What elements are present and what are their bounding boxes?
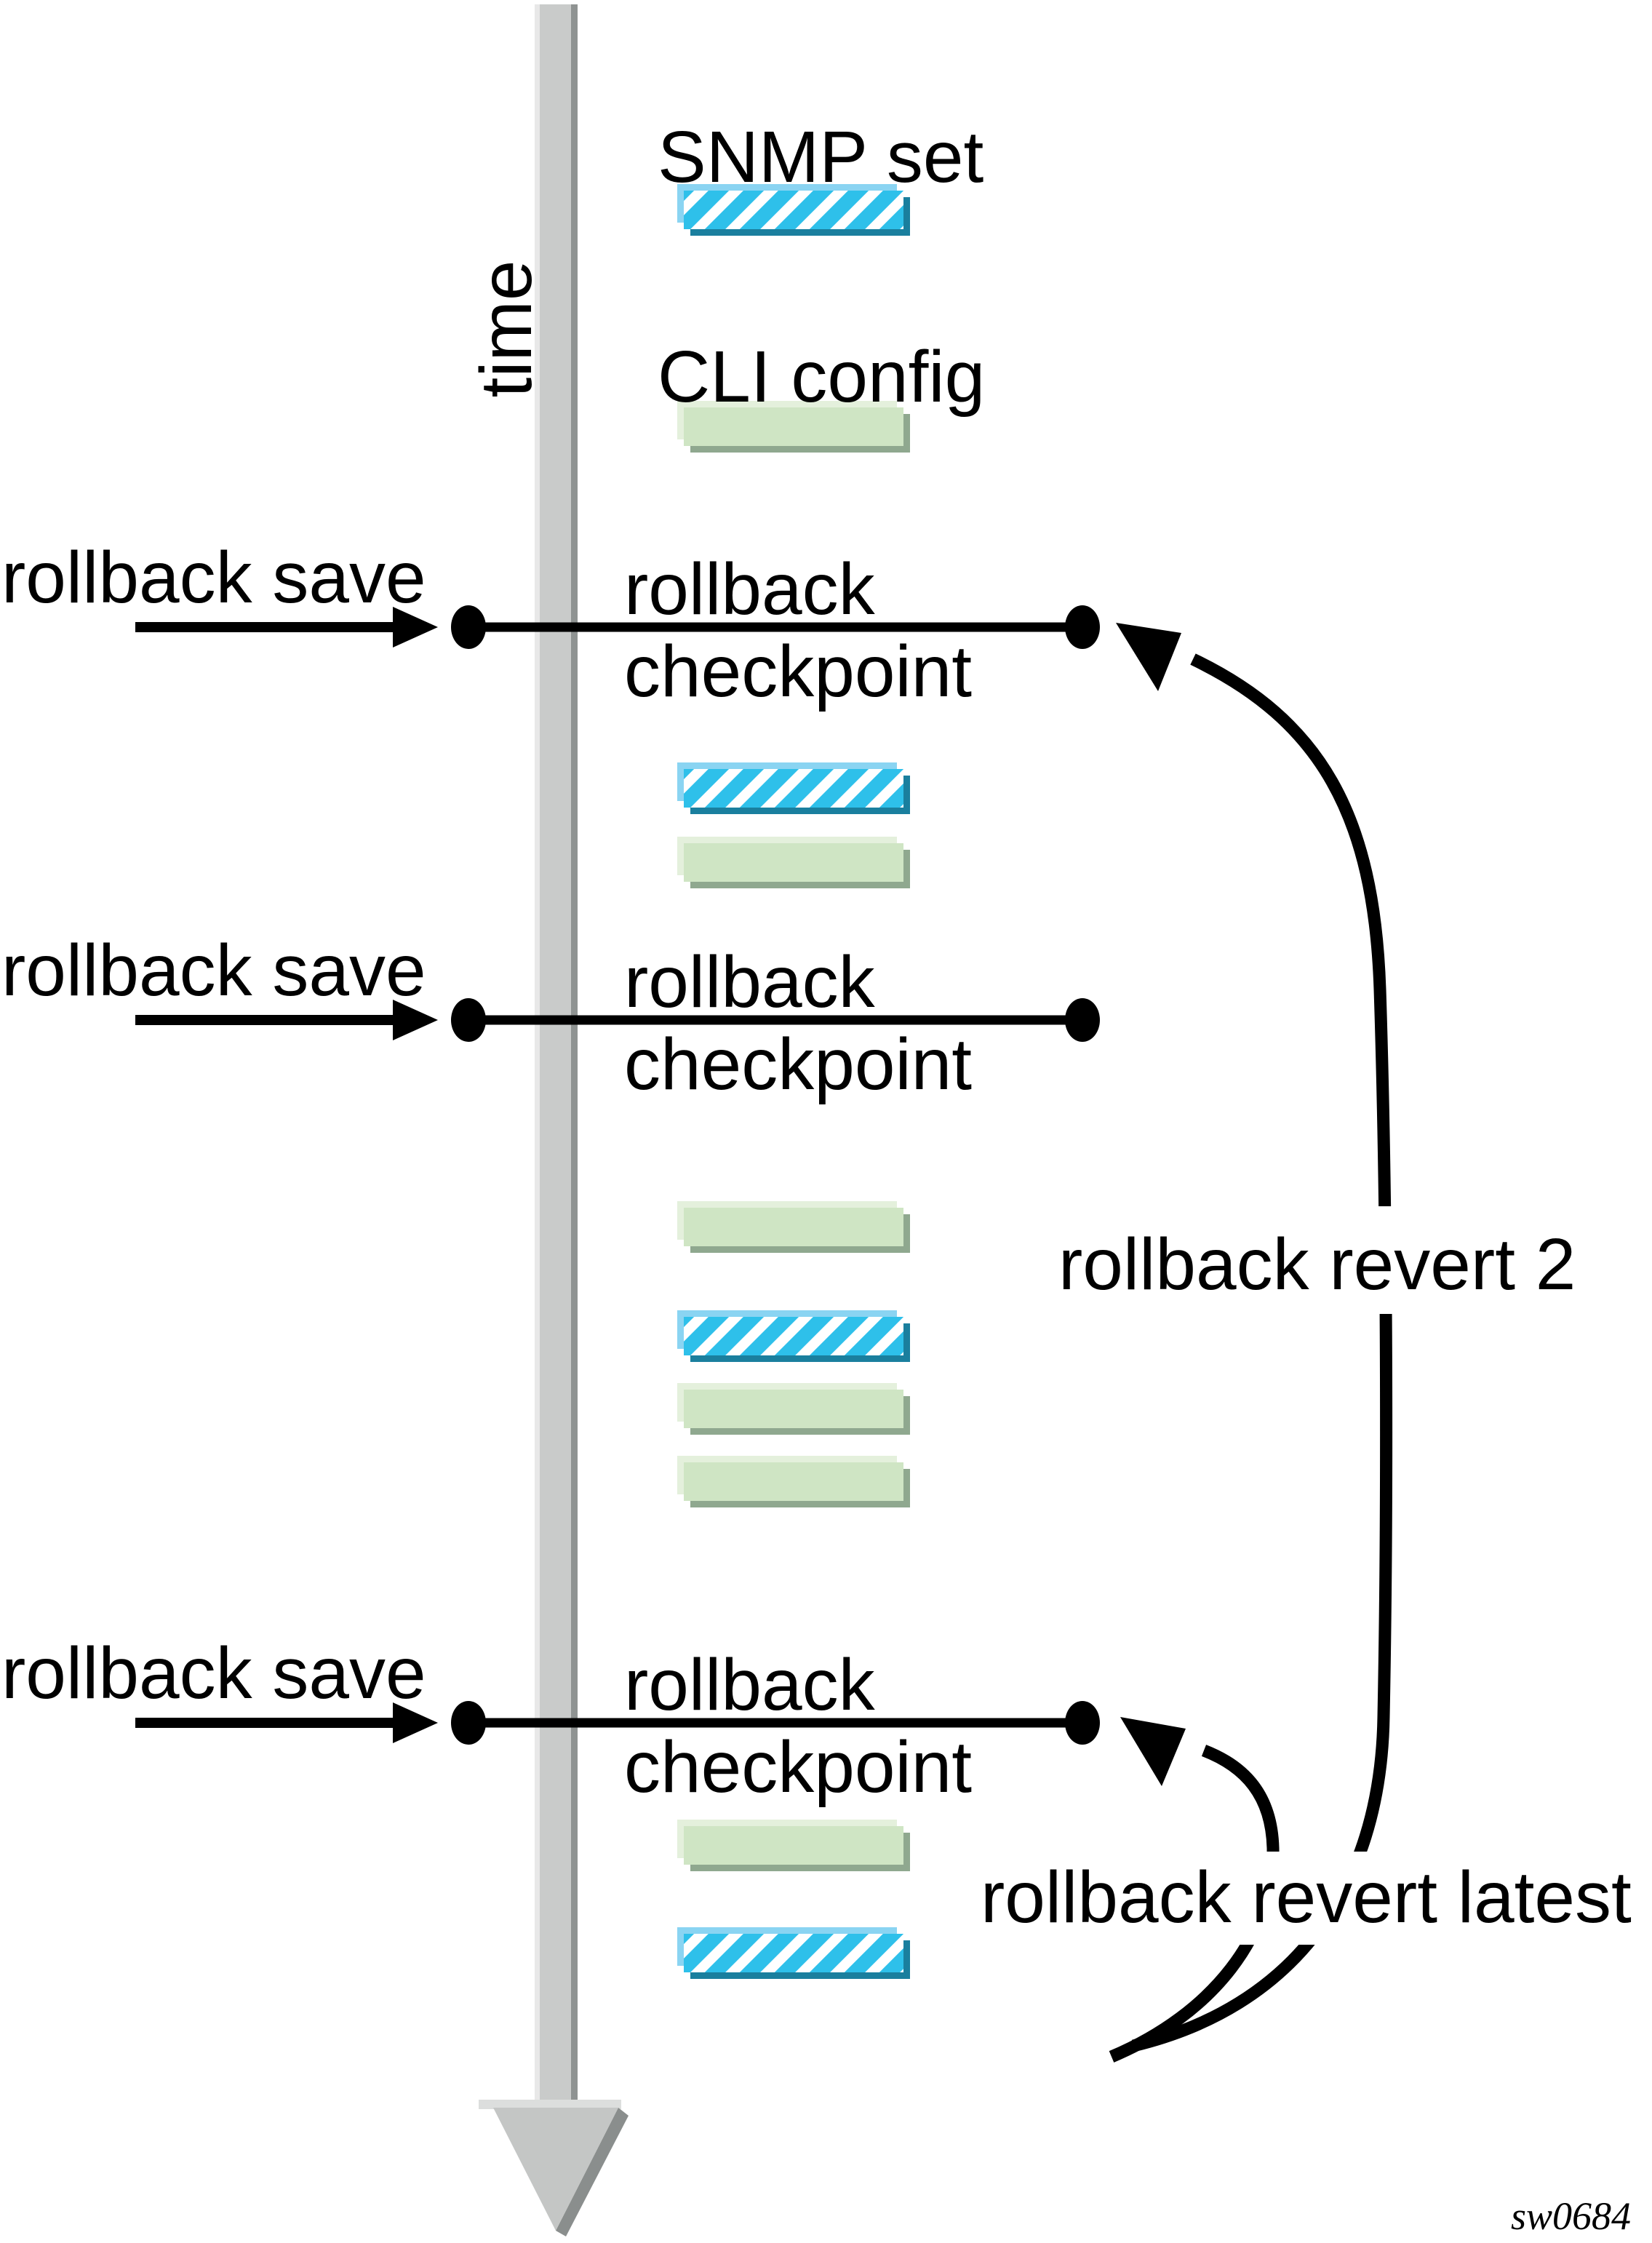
- time-axis-head-highlight: [479, 2100, 621, 2109]
- time-axis-arrowhead-icon: [493, 2108, 618, 2231]
- checkpoint-dot-right-3: [1065, 1701, 1100, 1745]
- save-arrow-head-icon-3: [393, 1702, 438, 1743]
- checkpoint-dot-left-1: [451, 605, 486, 649]
- snmp-set-bar-4: [677, 1927, 910, 1979]
- revert2-label: rollback revert 2: [1058, 1224, 1576, 1305]
- time-axis-bar: [540, 4, 571, 2109]
- cli-config-bar-2: [677, 837, 910, 888]
- checkpoint-dot-left-3: [451, 1701, 486, 1745]
- save-arrow-head-icon-1: [393, 607, 438, 648]
- rollback-label-1: rollback: [624, 549, 876, 630]
- snmp-set-bar-2: [677, 762, 910, 814]
- revert-arrows: [1109, 623, 1393, 2063]
- checkpoint-row-2: rollback save rollback checkpoint: [1, 930, 1100, 1105]
- revert-latest-arrowhead-icon: [1120, 1717, 1186, 1786]
- revert-latest-label-mask: [967, 1852, 1648, 1945]
- revert2-curve: [1132, 653, 1393, 2052]
- checkpoint-label-2: checkpoint: [624, 1024, 972, 1105]
- time-axis-head-shadow: [556, 2108, 629, 2236]
- rollback-save-label-2: rollback save: [1, 930, 426, 1011]
- checkpoint-dot-right-2: [1065, 998, 1100, 1042]
- cli-config-bar-6: [677, 1820, 910, 1871]
- rollback-label-2: rollback: [624, 941, 876, 1023]
- checkpoint-label-3: checkpoint: [624, 1726, 972, 1808]
- rollback-label-3: rollback: [624, 1644, 876, 1726]
- checkpoint-dot-left-2: [451, 998, 486, 1042]
- rollback-save-label-1: rollback save: [1, 537, 426, 618]
- snmp-set-label: SNMP set: [658, 116, 984, 198]
- time-axis: time: [466, 4, 629, 2236]
- cli-config-label: CLI config: [658, 336, 985, 418]
- time-axis-label: time: [466, 260, 547, 398]
- snmp-set-bar-3: [677, 1310, 910, 1362]
- revert-latest-label: rollback revert latest: [981, 1857, 1632, 1938]
- checkpoint-label-1: checkpoint: [624, 631, 972, 712]
- time-axis-shadow-edge: [571, 4, 578, 2109]
- cli-config-bar-3: [677, 1201, 910, 1253]
- figure-id: sw0684: [1511, 2194, 1631, 2238]
- checkpoint-row-3: rollback save rollback checkpoint: [1, 1633, 1100, 1808]
- revert2-arrowhead-icon: [1116, 623, 1181, 691]
- cli-config-bar-5: [677, 1456, 910, 1507]
- checkpoint-dot-right-1: [1065, 605, 1100, 649]
- cli-config-bar-4: [677, 1383, 910, 1435]
- save-arrow-head-icon-2: [393, 1000, 438, 1040]
- checkpoint-row-1: rollback save rollback checkpoint: [1, 537, 1100, 712]
- rollback-save-label-3: rollback save: [1, 1633, 426, 1714]
- revert2-label-mask: [1048, 1206, 1597, 1314]
- time-axis-highlight-edge: [535, 4, 540, 2109]
